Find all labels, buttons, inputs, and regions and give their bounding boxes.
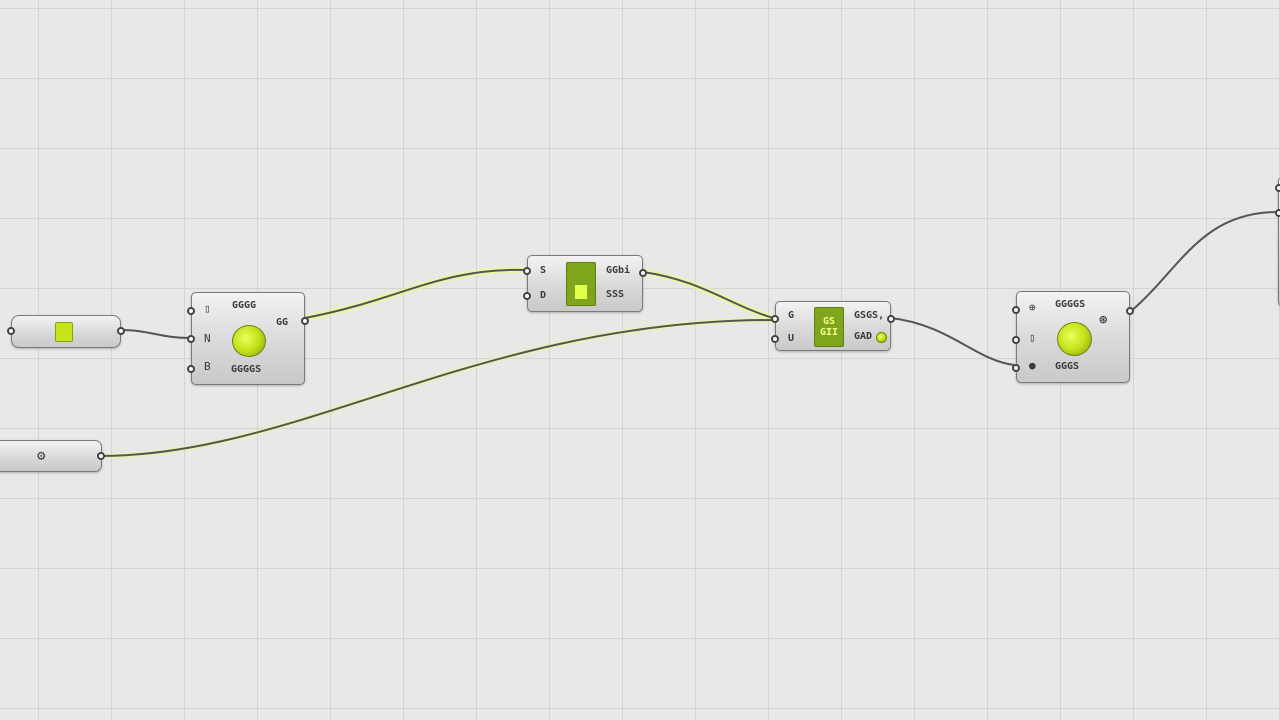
component-a[interactable]: ▯ N B GGGG GGGGS GG <box>187 292 309 385</box>
output-label: GSGS, <box>854 310 885 321</box>
input-grip[interactable] <box>187 365 195 373</box>
input-label: ⊕ <box>1029 301 1036 314</box>
input-label: B <box>204 360 211 373</box>
input-label: D <box>540 290 547 301</box>
component-icon <box>1057 322 1092 356</box>
output-grip[interactable] <box>117 327 125 335</box>
input-grip[interactable] <box>1012 336 1020 344</box>
input-grip[interactable] <box>523 267 531 275</box>
input-label: S <box>540 265 547 276</box>
input-label: ▯ <box>204 302 211 315</box>
offscreen-node[interactable] <box>1275 178 1280 305</box>
input-label: ● <box>1029 359 1036 372</box>
wire[interactable] <box>642 271 774 319</box>
number-slider-node[interactable] <box>7 315 125 348</box>
badge-top-label: GS <box>822 316 836 327</box>
input-grip[interactable] <box>771 335 779 343</box>
component-icon: GS GII <box>814 307 844 347</box>
input-grip[interactable] <box>1275 184 1280 192</box>
output-grip[interactable] <box>1126 307 1134 315</box>
component-icon <box>55 322 73 342</box>
component-c[interactable]: G U GS GII GSGS, GAD <box>771 301 895 351</box>
node-top-label: GGGG <box>232 300 257 311</box>
output-grip[interactable] <box>887 315 895 323</box>
component-b[interactable]: S D GGbi SSS <box>523 255 647 312</box>
node-top-label: GGGGS <box>1055 299 1086 310</box>
node-bottom-label: GGGGS <box>231 364 262 375</box>
output-label: GAD <box>854 331 873 342</box>
wire[interactable] <box>304 268 525 319</box>
output-grip[interactable] <box>639 269 647 277</box>
component-icon <box>566 262 596 306</box>
component-d[interactable]: ⊕ ▯ ● GGGGS GGGS ⊛ <box>1012 291 1134 383</box>
input-grip[interactable] <box>1012 364 1020 372</box>
input-grip[interactable] <box>523 292 531 300</box>
wire[interactable] <box>119 329 191 339</box>
input-label: G <box>788 310 795 321</box>
input-grip[interactable] <box>1275 209 1280 217</box>
input-grip[interactable] <box>187 335 195 343</box>
output-label: SSS <box>606 289 625 300</box>
input-grip[interactable] <box>7 327 15 335</box>
input-grip[interactable] <box>771 315 779 323</box>
input-grip[interactable] <box>187 307 195 315</box>
wire[interactable] <box>99 319 774 457</box>
output-grip[interactable] <box>97 452 105 460</box>
output-label: GG <box>276 317 289 328</box>
status-dot-icon <box>876 332 887 343</box>
output-label: ⊛ <box>1099 312 1108 328</box>
input-grip[interactable] <box>1012 306 1020 314</box>
wire[interactable] <box>1129 211 1279 313</box>
output-label: GGbi <box>606 265 631 276</box>
badge-bottom-label: GII <box>819 327 839 338</box>
input-label: N <box>204 332 211 345</box>
wire[interactable] <box>890 317 1015 366</box>
node-bottom-label: GGGS <box>1055 361 1080 372</box>
gear-icon: ⚙ <box>37 448 46 464</box>
input-label: ▯ <box>1029 331 1036 344</box>
panel-node[interactable]: ⚙ <box>0 440 105 472</box>
input-label: U <box>788 333 795 344</box>
component-icon <box>232 325 266 357</box>
output-grip[interactable] <box>301 317 309 325</box>
